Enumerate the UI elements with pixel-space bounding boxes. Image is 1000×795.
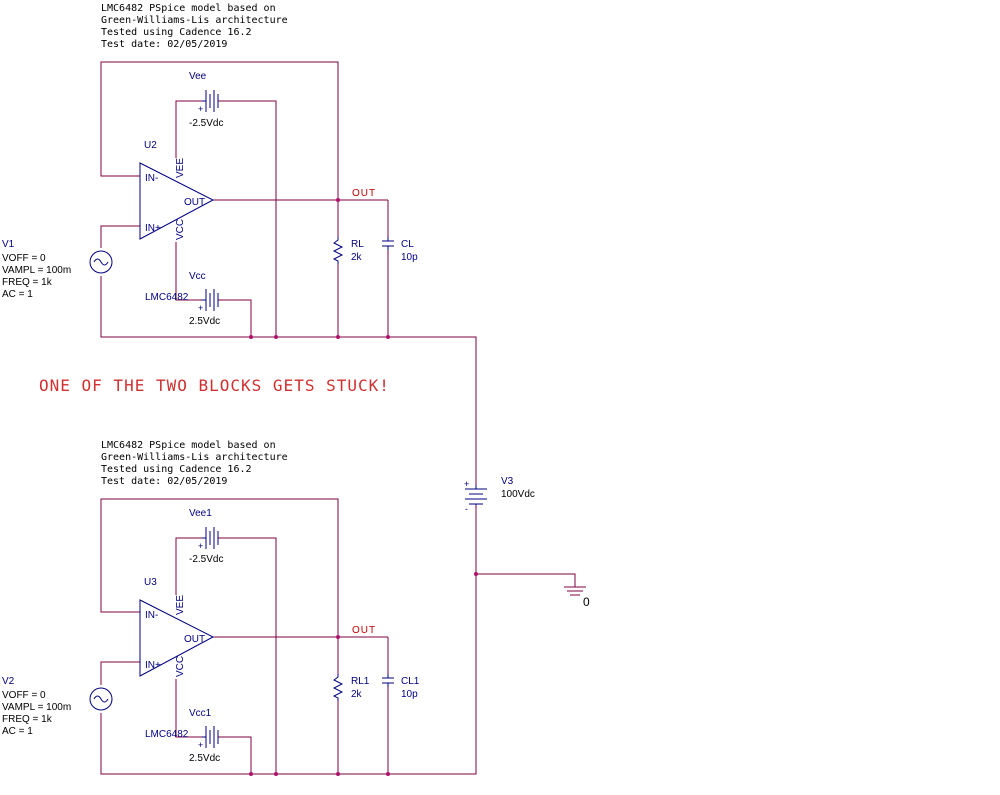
opamp-u2[interactable]: IN- IN+ OUT VEE VCC xyxy=(139,158,215,240)
vcc1-name: Vcc1 xyxy=(189,708,212,719)
vee-value: -2.5Vdc xyxy=(189,118,223,129)
battery-vcc1[interactable]: + xyxy=(198,726,219,750)
pin-label-inm: IN- xyxy=(145,610,158,621)
v3-plus: + xyxy=(464,479,469,489)
pin-label-inp: IN+ xyxy=(145,660,161,671)
ground-symbol[interactable] xyxy=(564,586,586,596)
battery-vee1-plus: + xyxy=(198,541,203,551)
header-top-line2: Green-Williams-Lis architecture xyxy=(101,15,288,26)
rl-name: RL xyxy=(351,239,364,250)
vee1-name: Vee1 xyxy=(189,508,212,519)
vcc1-value: 2.5Vdc xyxy=(189,753,220,764)
resistor-rl1[interactable] xyxy=(332,674,344,701)
header-bottom-line4: Test date: 02/05/2019 xyxy=(101,476,227,487)
header-top-line4: Test date: 02/05/2019 xyxy=(101,39,227,50)
v1-name: V1 xyxy=(2,239,15,250)
cl1-value: 10p xyxy=(401,689,418,700)
net-label-out1: OUT xyxy=(352,625,376,636)
header-top-line3: Tested using Cadence 16.2 xyxy=(101,27,252,38)
rl1-name: RL1 xyxy=(351,676,370,687)
pin-label-vee: VEE xyxy=(175,595,186,615)
battery-vee-plus: + xyxy=(198,104,203,114)
vcc-value: 2.5Vdc xyxy=(189,316,220,327)
header-bottom-line1: LMC6482 PSpice model based on xyxy=(101,440,276,451)
battery-vee[interactable]: + xyxy=(198,90,219,114)
battery-vcc[interactable]: + xyxy=(198,289,219,313)
header-bottom-line2: Green-Williams-Lis architecture xyxy=(101,452,288,463)
vee-name: Vee xyxy=(189,71,207,82)
v3-value: 100Vdc xyxy=(501,489,535,500)
sine-source-v2[interactable] xyxy=(89,687,113,711)
battery-vcc-plus: + xyxy=(198,303,203,313)
wires-bottom xyxy=(100,498,576,775)
pin-label-vcc: VCC xyxy=(175,219,186,240)
pin-label-vee: VEE xyxy=(175,158,186,178)
header-bottom-line3: Tested using Cadence 16.2 xyxy=(101,464,252,475)
battery-vcc1-plus: + xyxy=(198,740,203,750)
cl-value: 10p xyxy=(401,252,418,263)
pin-label-inp: IN+ xyxy=(145,223,161,234)
v2-freq: FREQ = 1k xyxy=(2,714,53,725)
wires-top xyxy=(100,61,477,485)
v1-freq: FREQ = 1k xyxy=(2,277,53,288)
opamp-u3[interactable]: IN- IN+ OUT VEE VCC xyxy=(139,595,215,677)
v3-minus: - xyxy=(465,504,468,514)
vee1-value: -2.5Vdc xyxy=(189,554,223,565)
junctions-top xyxy=(249,198,390,339)
net-label-out: OUT xyxy=(352,188,376,199)
pin-label-out: OUT xyxy=(184,197,205,208)
pin-label-vcc: VCC xyxy=(175,656,186,677)
sine-source-v1[interactable] xyxy=(89,250,113,274)
resistor-rl[interactable] xyxy=(332,237,344,264)
annotation-stuck: ONE OF THE TWO BLOCKS GETS STUCK! xyxy=(39,376,390,395)
ground-label: 0 xyxy=(583,595,590,609)
rl1-value: 2k xyxy=(351,689,363,700)
battery-vee1[interactable]: + xyxy=(198,527,219,551)
cl-name: CL xyxy=(401,239,414,250)
battery-v3[interactable] xyxy=(465,485,487,505)
capacitor-cl[interactable] xyxy=(382,237,394,250)
v1-ac: AC = 1 xyxy=(2,289,33,300)
block-top: LMC6482 PSpice model based on Green-Will… xyxy=(2,3,477,485)
opamp-model-u2: LMC6482 xyxy=(145,292,189,303)
v2-voff: VOFF = 0 xyxy=(2,690,46,701)
capacitor-cl1[interactable] xyxy=(382,674,394,687)
junctions-bottom xyxy=(249,572,478,776)
v3-name: V3 xyxy=(501,476,514,487)
opamp-ref-u3: U3 xyxy=(144,577,157,588)
v1-vampl: VAMPL = 100m xyxy=(2,265,71,276)
v1-voff: VOFF = 0 xyxy=(2,253,46,264)
rl-value: 2k xyxy=(351,252,363,263)
v2-vampl: VAMPL = 100m xyxy=(2,702,71,713)
block-bottom: LMC6482 PSpice model based on Green-Will… xyxy=(2,440,576,776)
pin-label-inm: IN- xyxy=(145,173,158,184)
opamp-model-u3: LMC6482 xyxy=(145,729,189,740)
v2-ac: AC = 1 xyxy=(2,726,33,737)
vcc-name: Vcc xyxy=(189,271,206,282)
v2-name: V2 xyxy=(2,676,15,687)
cl1-name: CL1 xyxy=(401,676,420,687)
pin-label-out: OUT xyxy=(184,634,205,645)
header-top-line1: LMC6482 PSpice model based on xyxy=(101,3,276,14)
opamp-ref-u2: U2 xyxy=(144,140,157,151)
